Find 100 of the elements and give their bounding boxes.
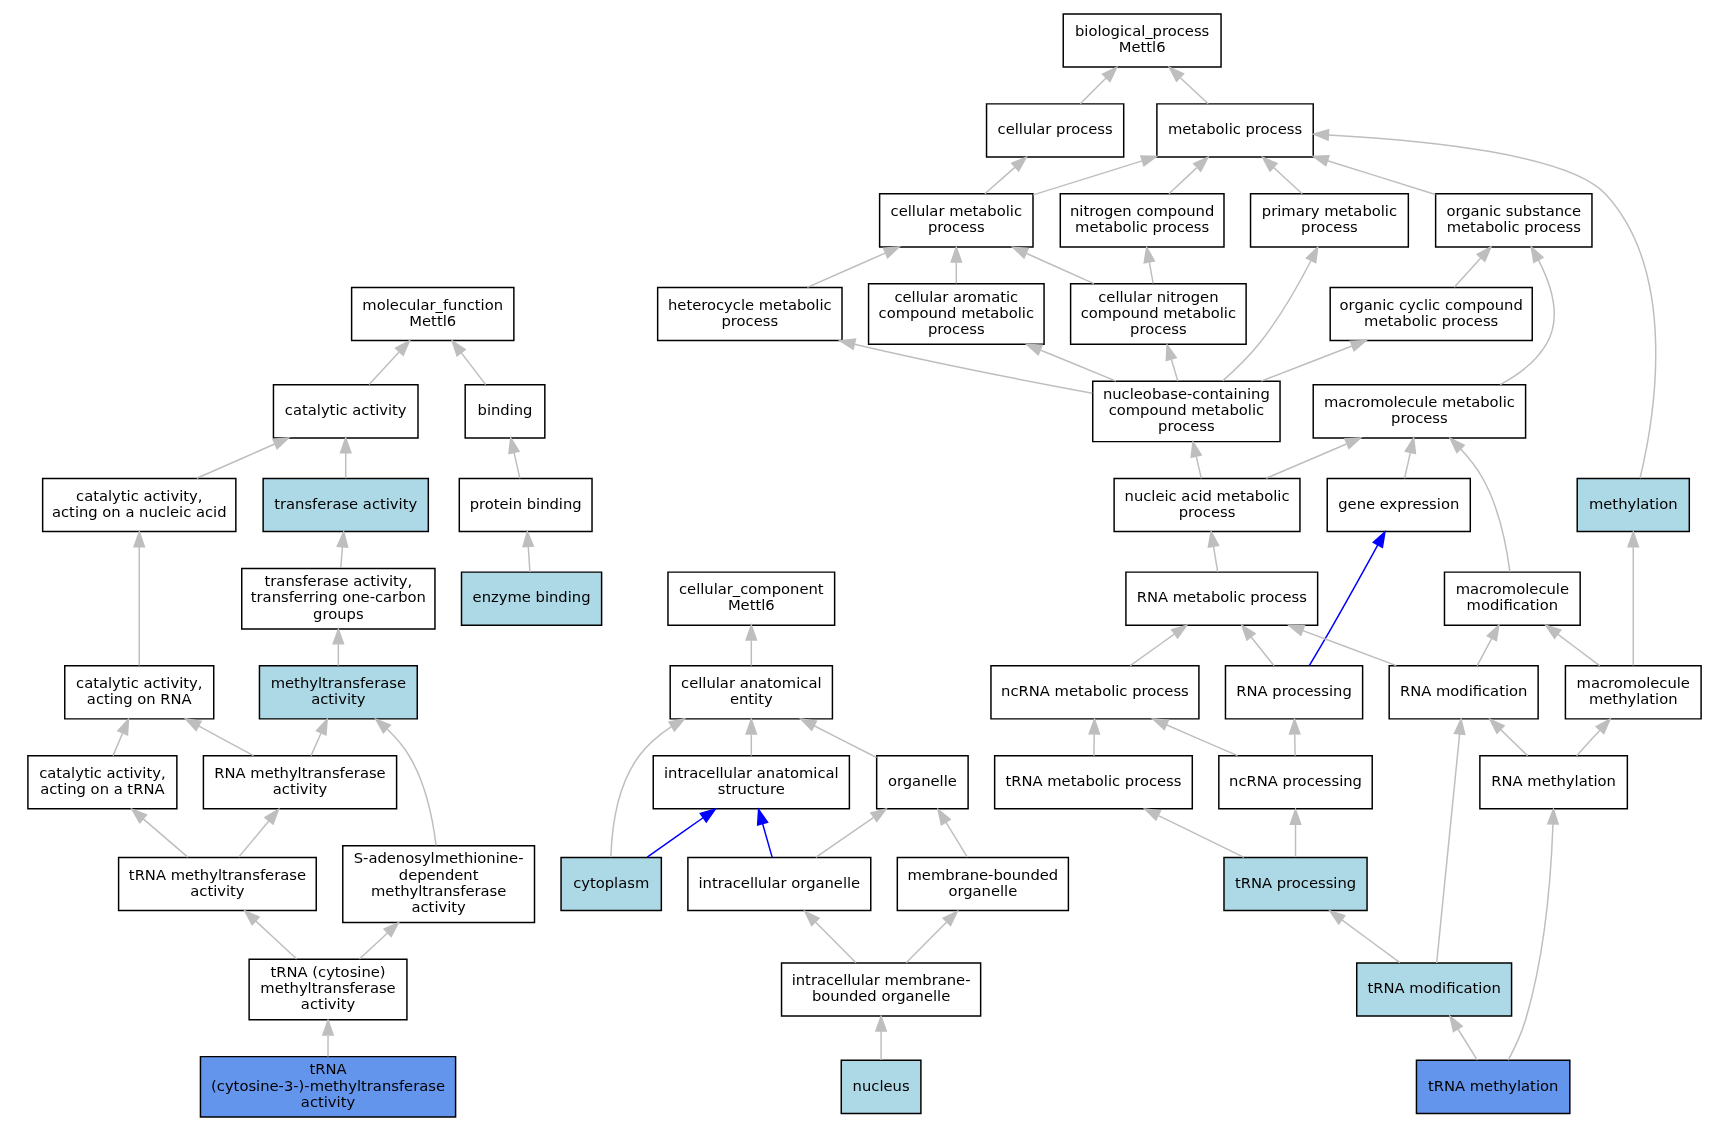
arrow — [1575, 717, 1611, 757]
arrow — [1475, 623, 1500, 667]
node-box: cellular aromatic compound metabolic process — [867, 283, 1045, 345]
node-box: organelle — [875, 755, 969, 810]
arrow — [1167, 155, 1210, 195]
arrow — [798, 718, 877, 759]
node-box: transferase activity — [261, 477, 429, 533]
node-box: protein binding — [458, 477, 593, 533]
arrow — [1310, 155, 1436, 196]
arrow — [1327, 909, 1401, 964]
arrow — [983, 155, 1028, 195]
node-box: cytoplasm — [559, 856, 662, 912]
arrow — [1499, 245, 1555, 386]
arrow — [744, 623, 757, 667]
node-box: tRNA methylation — [1415, 1059, 1571, 1115]
arrow — [1288, 717, 1301, 757]
node-box: catalytic activity, acting on RNA — [63, 665, 214, 720]
arrow — [1626, 529, 1639, 667]
node-box: macromolecule modification — [1443, 571, 1581, 626]
node-box: cellular_component Mettl6 — [666, 571, 835, 626]
arrow — [1150, 718, 1238, 757]
arrow — [1310, 128, 1656, 479]
node-box: intracellular anatomical structure — [652, 755, 850, 810]
arrow — [874, 1014, 887, 1061]
node-box: organic cyclic compound metabolic process — [1328, 286, 1533, 342]
arrow — [339, 435, 352, 480]
arrow — [1024, 343, 1117, 382]
node-box: binding — [463, 384, 546, 439]
node-box: RNA modification — [1387, 665, 1539, 720]
arrow — [1448, 436, 1511, 573]
arrow — [1260, 155, 1303, 195]
node-box: heterocycle metabolic process — [656, 286, 843, 342]
arrow — [1288, 807, 1302, 858]
arrow — [1507, 806, 1559, 1061]
node-box: tRNA methyltransferase activity — [117, 856, 317, 912]
node-box: RNA metabolic process — [1124, 571, 1318, 626]
arrow — [609, 717, 686, 858]
arrow — [1142, 807, 1245, 859]
arrow — [949, 245, 962, 285]
arrow — [1142, 245, 1156, 285]
node-box: enzyme binding — [460, 571, 602, 626]
arrow — [1079, 65, 1118, 105]
arrow — [1259, 339, 1368, 382]
node-box: gene expression — [1326, 477, 1471, 533]
node-box: metabolic process — [1155, 103, 1314, 158]
node-box: tRNA metabolic process — [993, 755, 1193, 810]
arrow — [1032, 155, 1159, 196]
node-box: macromolecule metabolic process — [1312, 384, 1526, 439]
arrow — [646, 807, 717, 858]
arrow — [1435, 717, 1466, 964]
node-box: intracellular membrane-bounded organelle — [780, 962, 981, 1017]
arrow — [1167, 65, 1209, 105]
node-box: methyltransferase activity — [258, 665, 418, 720]
arrow — [1129, 624, 1188, 667]
node-box: transferase activity, transferring one-carbon groups — [240, 567, 436, 630]
node-box: nucleic acid metabolic process — [1112, 477, 1301, 533]
arrow — [1448, 1014, 1478, 1061]
node-box: tRNA modification — [1355, 962, 1512, 1017]
arrow — [1286, 624, 1397, 667]
arrow — [507, 435, 521, 480]
node-box: cellular nitrogen compound metabolic process — [1069, 283, 1247, 345]
node-box: molecular_function Mettl6 — [350, 286, 515, 342]
node-box: cellular process — [985, 103, 1124, 158]
arrow — [335, 529, 349, 569]
node-box: tRNA (cytosine) methyltransferase activity — [247, 958, 408, 1021]
node-box: RNA processing — [1224, 665, 1363, 720]
node-box: ncRNA metabolic process — [989, 665, 1200, 720]
arrow — [129, 807, 189, 858]
node-box: cellular metabolic process — [878, 193, 1034, 248]
node-box: organic substance metabolic process — [1434, 193, 1593, 248]
arrow — [1221, 245, 1319, 382]
arrow — [242, 909, 297, 960]
arrow — [358, 921, 400, 960]
arrow — [802, 909, 857, 964]
arrow — [806, 246, 901, 289]
arrow — [331, 626, 345, 667]
arrow — [1264, 437, 1363, 480]
arrow — [367, 339, 411, 386]
node-box: nitrogen compound metabolic process — [1059, 193, 1225, 248]
node-box: tRNA processing — [1222, 856, 1368, 912]
arrow — [1543, 623, 1600, 667]
arrow — [1403, 435, 1416, 480]
node-box: biological_process Mettl6 — [1062, 13, 1222, 68]
node-box: S-adenosylmethionine-dependent methyltransferase activity — [341, 845, 535, 924]
arrow — [905, 909, 959, 964]
node-box: membrane-bounded organelle — [896, 856, 1069, 912]
node-box: methylation — [1575, 477, 1690, 533]
node-box: RNA methylation — [1478, 755, 1628, 810]
node-box: ncRNA processing — [1217, 755, 1373, 810]
node-box: nucleus — [840, 1059, 922, 1115]
node-box: catalytic activity, acting on a tRNA — [26, 755, 178, 810]
node-box: cellular anatomical entity — [668, 665, 833, 720]
node-box: macromolecule methylation — [1564, 665, 1702, 720]
node-box: catalytic activity — [272, 384, 419, 439]
arrow — [321, 1018, 334, 1058]
arrow — [521, 529, 534, 573]
node-box: primary metabolic process — [1249, 193, 1409, 248]
arrow — [309, 717, 328, 757]
arrow — [183, 717, 254, 757]
arrow — [1487, 717, 1528, 757]
